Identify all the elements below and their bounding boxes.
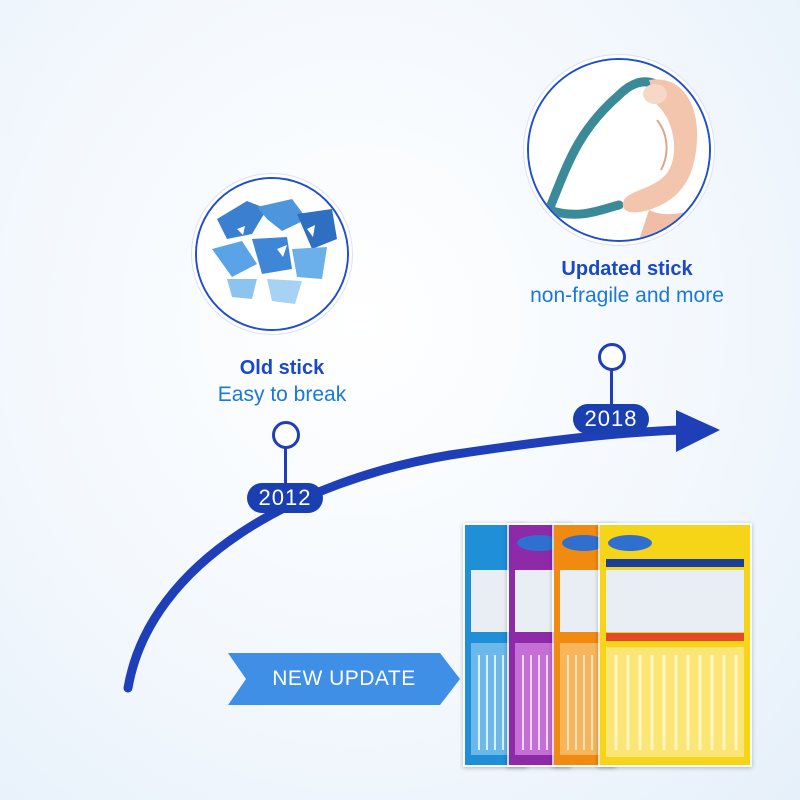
product-package-purple — [507, 523, 571, 767]
new-update-label: NEW UPDATE — [272, 667, 416, 690]
old-stick-caption: Old stick Easy to break — [162, 355, 402, 409]
marker-ring-icon — [272, 421, 300, 449]
updated-stick-subtitle: non-fragile and more — [530, 284, 724, 307]
old-stick-subtitle: Easy to break — [217, 383, 347, 406]
product-package-yellow — [598, 523, 752, 767]
year-badge-2018: 2018 — [573, 404, 649, 434]
marker-stem — [610, 370, 613, 406]
marker-ring-icon — [598, 343, 626, 371]
updated-stick-title: Updated stick — [561, 258, 693, 280]
updated-stick-caption: Updated stick non-fragile and more — [507, 256, 747, 310]
banner-shape — [228, 653, 460, 705]
updated-stick-image — [527, 58, 711, 242]
old-stick-image — [195, 177, 349, 331]
old-stick-title: Old stick — [239, 357, 325, 379]
marker-stem — [284, 448, 287, 486]
year-badge-2012: 2012 — [247, 483, 323, 513]
new-update-banner: NEW UPDATE — [228, 653, 460, 705]
